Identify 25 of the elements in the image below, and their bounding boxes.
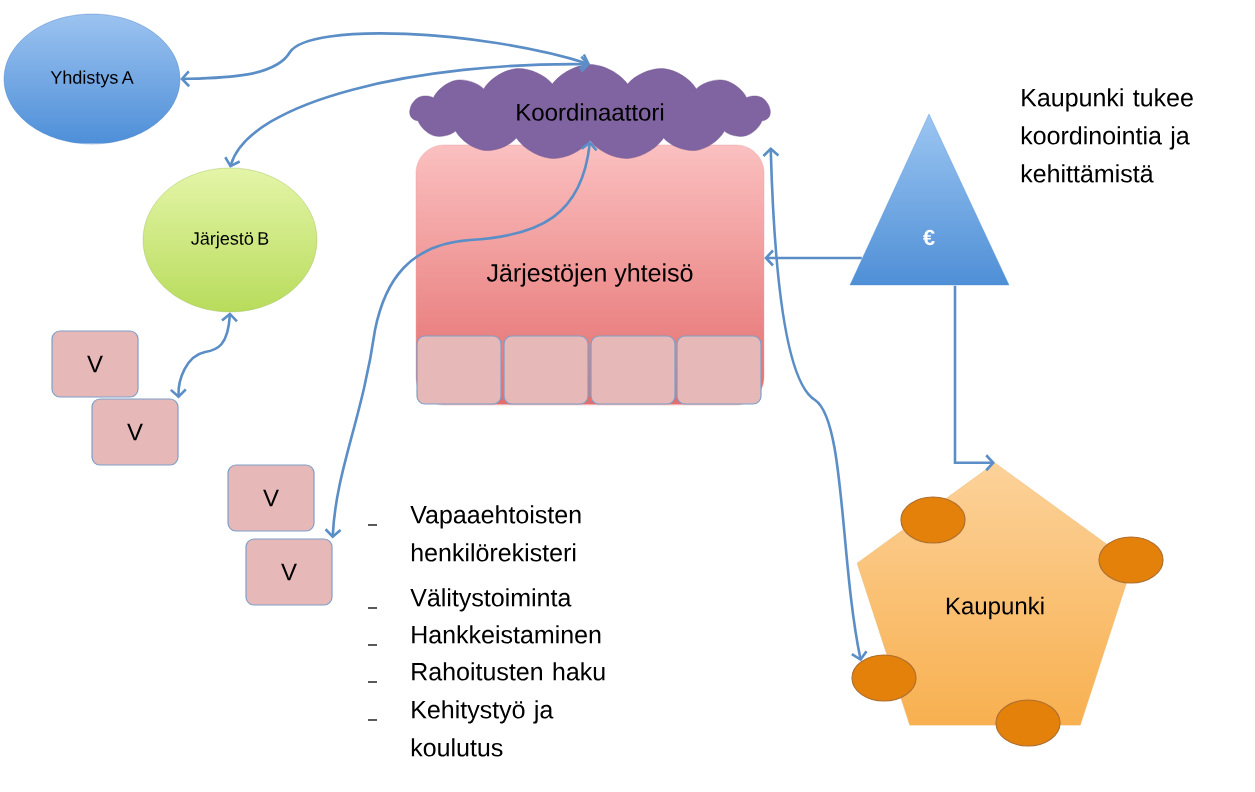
list-item: Kehitystyö ja koulutus xyxy=(411,700,554,757)
volunteer-box: V xyxy=(227,464,315,532)
arrow xyxy=(953,285,995,472)
volunteer-box: V xyxy=(245,538,333,606)
compartment-box xyxy=(590,335,676,405)
list-item: Hankkeistaminen xyxy=(412,625,601,644)
ellipse-node: Järjestö B xyxy=(142,167,318,313)
volunteer-box: V xyxy=(51,330,139,398)
ellipse-node: Yhdistys A xyxy=(3,13,181,145)
volunteer-box: V xyxy=(91,398,179,466)
arrow xyxy=(764,249,862,267)
compartment-box xyxy=(676,335,762,405)
arrow xyxy=(180,32,590,88)
arrow xyxy=(324,140,598,539)
arrow xyxy=(224,55,590,168)
arrow xyxy=(762,147,868,662)
note-text: Kaupunki tukee koordinointia ja kehittämistä xyxy=(1021,88,1193,183)
list-item: Rahoitusten haku xyxy=(412,662,605,681)
compartment-box xyxy=(503,335,589,405)
dot-shape xyxy=(1098,536,1164,584)
list-item: Vapaaehtoisten henkilörekisteri xyxy=(410,505,581,562)
dot-shape xyxy=(995,699,1061,747)
compartment-box xyxy=(416,335,502,405)
arrow xyxy=(169,312,238,399)
list-item: Välitystoiminta xyxy=(410,588,572,612)
